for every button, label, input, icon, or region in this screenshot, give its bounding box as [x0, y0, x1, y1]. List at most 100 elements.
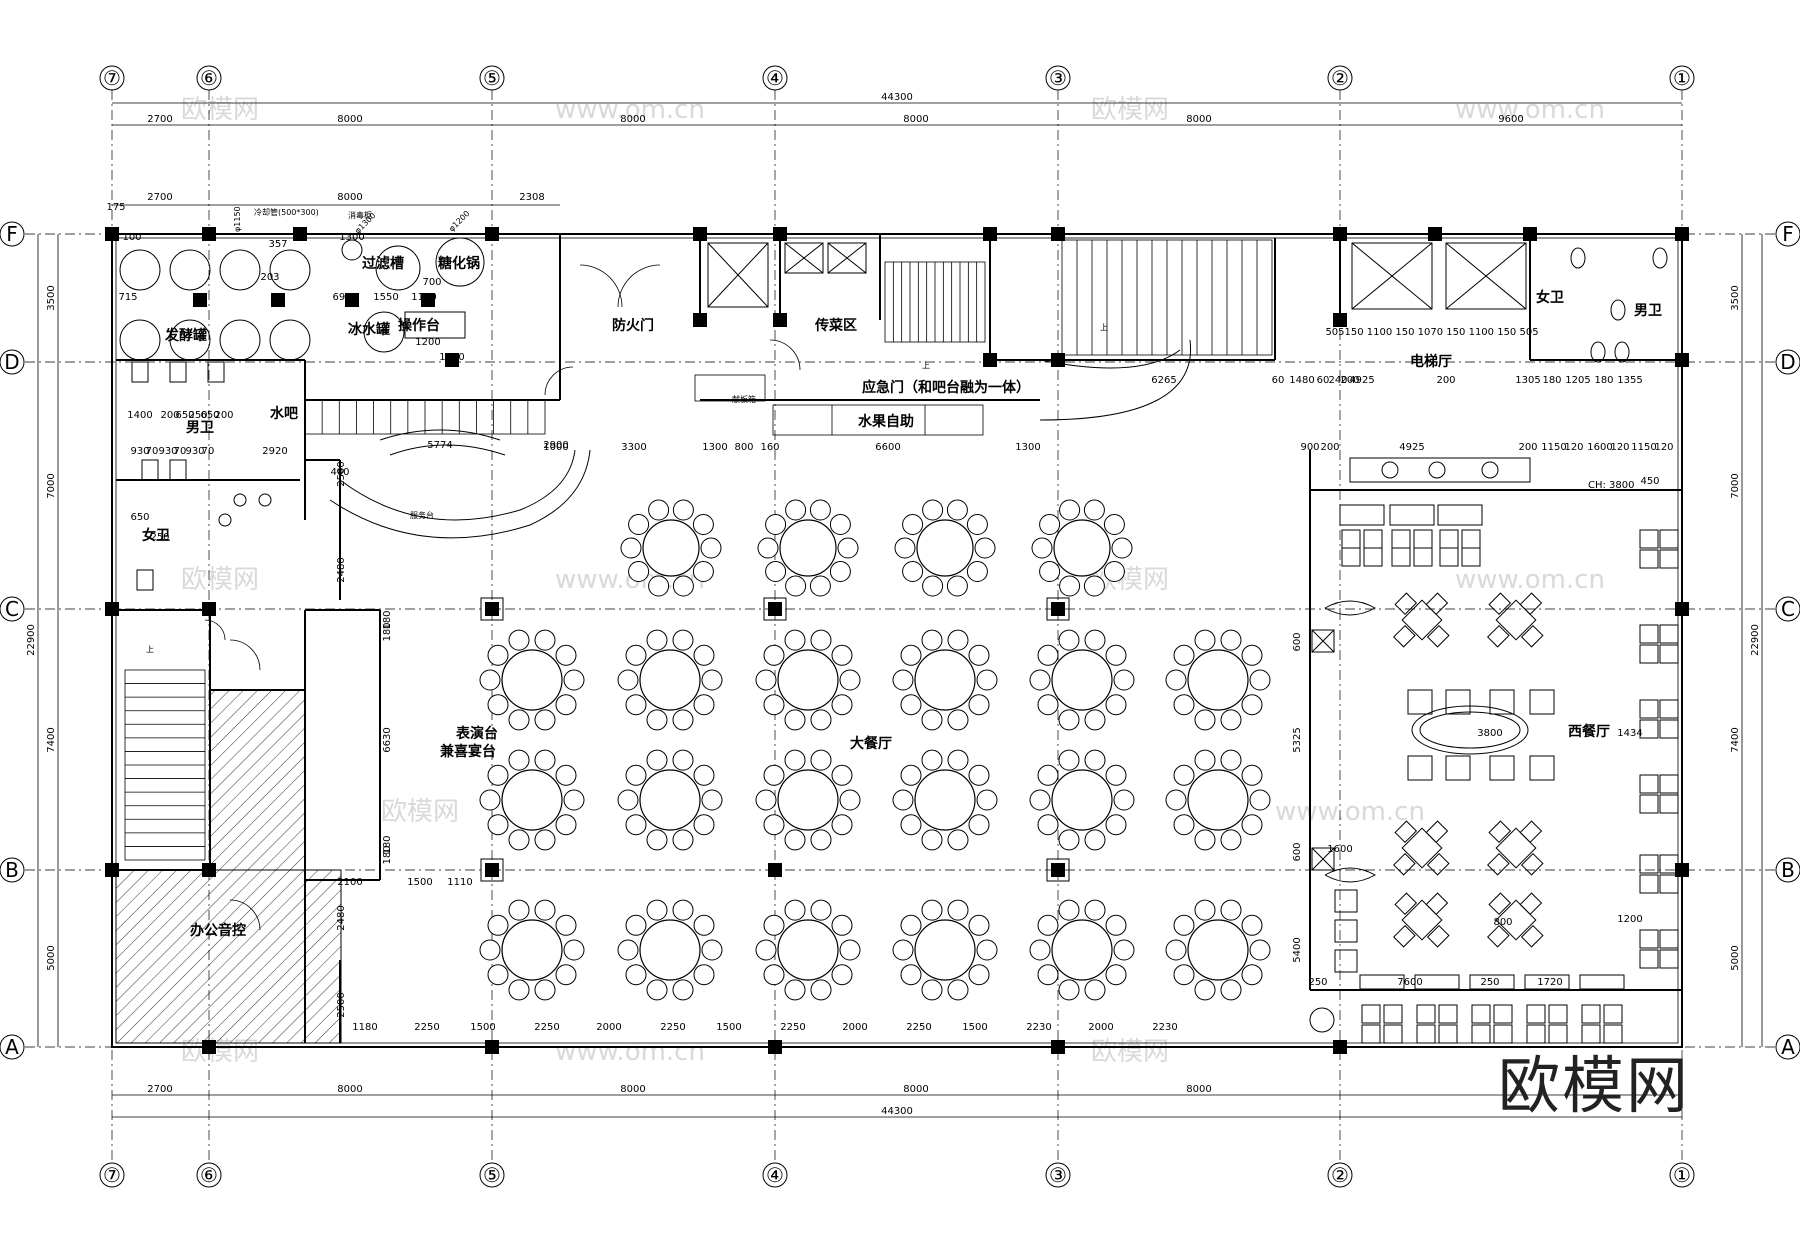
chair: [1039, 561, 1061, 582]
dim-west-top: 1600: [1587, 442, 1612, 453]
structural-column: [983, 227, 997, 241]
dim-top-span: 8000: [903, 114, 928, 125]
chair: [947, 709, 969, 731]
booth-seat: [1603, 1004, 1623, 1024]
chair: [1393, 852, 1416, 876]
structural-column: [202, 863, 216, 877]
chair: [693, 964, 715, 986]
booth-back: [1359, 974, 1405, 990]
chair: [701, 789, 723, 811]
dim-bottom-row: 1500: [962, 1022, 987, 1033]
elevator-car: [827, 242, 867, 274]
toilet-fixture: [131, 361, 149, 383]
brand-watermark: 欧模网: [1497, 1049, 1690, 1122]
chair: [617, 939, 639, 961]
booth-seat: [1493, 1004, 1513, 1024]
chair: [1083, 575, 1105, 597]
stage-label: 表演台: [455, 725, 498, 742]
chair: [646, 979, 668, 1001]
chair: [755, 669, 777, 691]
dim-top-span: 9600: [1498, 114, 1523, 125]
chair: [966, 514, 988, 535]
washbasin: [1381, 461, 1399, 479]
dim-stage-v: 2480: [336, 905, 347, 930]
chair: [479, 669, 501, 691]
dim-mid-row: 1300: [1015, 442, 1040, 453]
elevator-cross: [1351, 242, 1433, 310]
table-top: [642, 519, 700, 577]
chair: [976, 939, 998, 961]
dim-right-span: 7400: [1730, 727, 1741, 752]
chair: [837, 537, 859, 559]
chair: [755, 939, 777, 961]
axis-bubble: [1327, 1162, 1353, 1188]
booth-back: [1414, 974, 1460, 990]
elevator-car: [784, 242, 824, 274]
booth-seat: [1548, 1024, 1568, 1044]
chair: [1165, 939, 1187, 961]
chair: [620, 537, 642, 559]
chair: [701, 669, 723, 691]
table-top: [501, 649, 563, 711]
chair: [672, 829, 694, 851]
booth-seat: [1439, 529, 1459, 549]
elevator-cross: [827, 242, 867, 274]
round-table: [894, 499, 996, 597]
structural-column: [768, 863, 782, 877]
chair: [534, 629, 556, 651]
axis-col-label: ③: [1049, 1163, 1067, 1187]
axis-col-label: ②: [1331, 1163, 1349, 1187]
dim-west-side: 600: [1292, 842, 1303, 861]
booth-seat: [1659, 529, 1679, 549]
axis-bubble: [1669, 1162, 1695, 1188]
chair: [672, 899, 694, 921]
booth-back: [1579, 974, 1625, 990]
column-outline: [480, 597, 504, 621]
chair: [1425, 892, 1449, 916]
chair: [900, 694, 922, 716]
dim-stage: 180: [382, 845, 393, 864]
booth-seat: [1461, 529, 1481, 549]
dim-stage-h: 2100: [337, 877, 362, 888]
dim-elevator-row: 60: [1317, 375, 1330, 386]
dim-mid-row: 800: [734, 442, 753, 453]
round-table: [1165, 899, 1271, 1001]
chair: [1058, 979, 1080, 1001]
chair: [966, 561, 988, 582]
vent-note: 消毒柜: [348, 210, 372, 220]
chair: [646, 709, 668, 731]
chair: [1220, 979, 1242, 1001]
dim-kitchen-misc: 1150: [411, 292, 436, 303]
round-table: [479, 899, 585, 1001]
chair: [1488, 892, 1512, 916]
round-table: [617, 899, 723, 1001]
dim-toilet-row: 1400: [127, 410, 152, 421]
structural-column: [293, 227, 307, 241]
chair: [900, 814, 922, 836]
chair: [1425, 592, 1449, 616]
chair: [1105, 914, 1127, 936]
elevator-car: [707, 242, 769, 308]
four-top-table: [1487, 592, 1544, 648]
washbasin: [1481, 461, 1499, 479]
chair: [921, 829, 943, 851]
axis-col-label: ⑦: [103, 66, 121, 90]
chair: [968, 764, 990, 786]
dim-stage-v: 2500: [336, 461, 347, 486]
dim-kitchen-misc: 715: [118, 292, 137, 303]
stage-wedding-label: 兼喜宴台: [440, 743, 496, 760]
table-top: [639, 769, 701, 831]
chair: [968, 814, 990, 836]
dim-kitchen-misc: 700: [422, 277, 441, 288]
dim-kitchen-misc: 357: [268, 239, 287, 250]
four-top-table: [1393, 892, 1450, 948]
table-top: [914, 649, 976, 711]
dim-mid-row: 6600: [875, 442, 900, 453]
chair: [555, 814, 577, 836]
table-top: [916, 519, 974, 577]
booth-seat: [1639, 699, 1659, 719]
chair: [555, 964, 577, 986]
table-top: [639, 649, 701, 711]
chair: [555, 764, 577, 786]
